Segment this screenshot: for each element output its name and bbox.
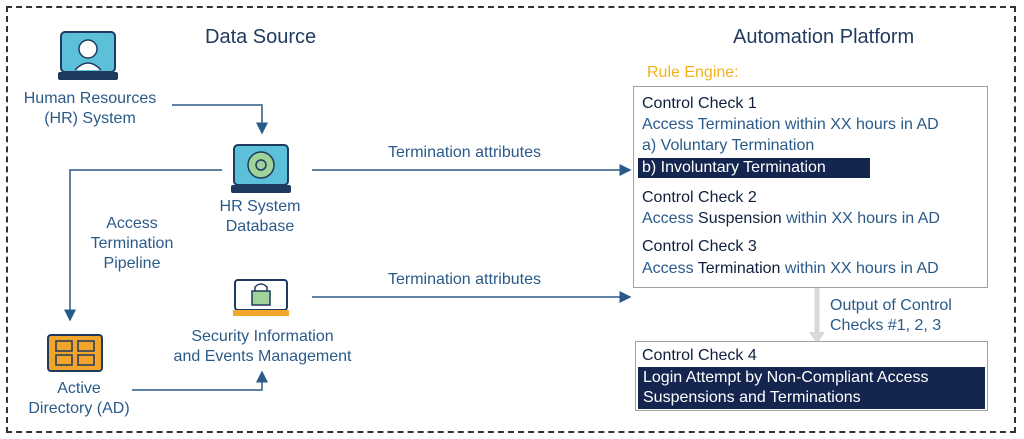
hr-database-label: HR System Database: [190, 197, 330, 237]
check3-post: within XX hours in AD: [780, 260, 939, 277]
siem-line1: Security Information: [191, 328, 334, 345]
check3-title: Control Check 3: [642, 238, 757, 255]
check1-title: Control Check 1: [642, 95, 757, 112]
hr-database-line2: Database: [225, 218, 295, 235]
output-line1: Output of Control: [830, 297, 952, 314]
data-source-heading: Data Source: [205, 26, 317, 48]
active-directory-line1: Active: [57, 380, 101, 397]
output-label: Output of Control Checks #1, 2, 3: [830, 296, 952, 336]
pipeline-label: Access Termination Pipeline: [72, 214, 192, 274]
check2-title: Control Check 2: [642, 189, 757, 206]
edge-output-head: [809, 332, 825, 344]
termination-attributes-label-1: Termination attributes: [388, 144, 541, 161]
check1-a: a) Voluntary Termination: [642, 137, 815, 154]
check1-b-highlight: b) Involuntary Termination: [638, 158, 870, 178]
folders-grid-icon: [47, 334, 103, 372]
check3-pre: Access: [642, 260, 698, 277]
hr-system-line1: Human Resources: [23, 90, 157, 107]
pipeline-line1: Access: [106, 215, 158, 232]
check4-panel: Control Check 4 Login Attempt by Non-Com…: [635, 341, 988, 411]
active-directory-label: Active Directory (AD): [14, 379, 144, 419]
pipeline-line3: Pipeline: [103, 255, 161, 272]
output-line2: Checks #1, 2, 3: [830, 317, 942, 334]
siem-line2: and Events Management: [173, 348, 352, 365]
automation-platform-heading: Automation Platform: [733, 26, 915, 48]
database-gear-icon: [231, 143, 291, 195]
siem-label: Security Information and Events Manageme…: [150, 327, 375, 367]
check4-highlight: Login Attempt by Non-Compliant Access Su…: [638, 367, 985, 409]
check1-b: b) Involuntary Termination: [642, 159, 826, 176]
check2-pre: Access: [642, 210, 699, 227]
pipeline-line2: Termination: [90, 235, 174, 252]
check4-line2: Suspensions and Terminations: [643, 389, 861, 406]
edge-pipeline: [64, 169, 222, 322]
rule-engine-panel: Control Check 1 Access Termination withi…: [633, 86, 988, 288]
termination-attributes-label-2: Termination attributes: [388, 271, 541, 288]
check4-title: Control Check 4: [642, 347, 757, 364]
hr-system-label: Human Resources (HR) System: [10, 89, 170, 129]
rule-engine-label: Rule Engine:: [647, 64, 739, 81]
check2-bold: Suspension: [698, 210, 782, 227]
check2-desc: Access Suspension within XX hours in AD: [642, 209, 940, 229]
hr-database-line1: HR System: [219, 198, 301, 215]
check4-line1: Login Attempt by Non-Compliant Access: [643, 369, 929, 386]
check3-desc: Access Termination within XX hours in AD: [642, 259, 939, 279]
edge-ad-to-siem: [132, 370, 268, 391]
edge-hr-to-db: [172, 104, 268, 135]
hr-system-line2: (HR) System: [44, 110, 136, 127]
check2-post: within XX hours in AD: [781, 210, 940, 227]
lock-screen-icon: [233, 278, 289, 318]
active-directory-line2: Directory (AD): [28, 400, 130, 417]
diagram-frame: [6, 6, 1016, 433]
check1-desc: Access Termination within XX hours in AD: [642, 116, 939, 133]
check3-bold: Termination: [697, 260, 781, 277]
user-monitor-icon: [58, 30, 118, 82]
